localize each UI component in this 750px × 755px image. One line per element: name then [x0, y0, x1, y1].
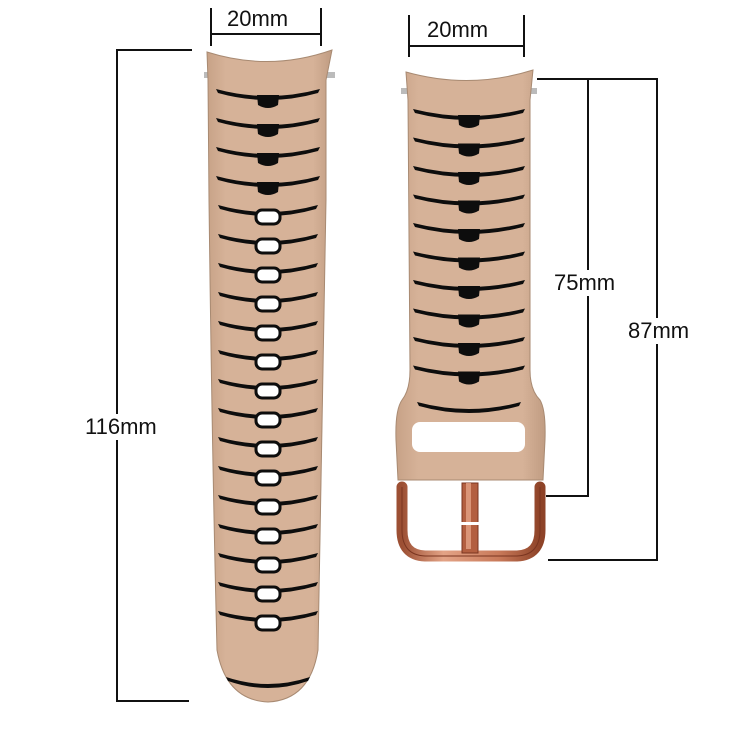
strap-hole [254, 324, 282, 342]
right-strap-body [395, 69, 546, 481]
strap-stripe [218, 582, 318, 593]
right-width-dimension-line [408, 15, 525, 57]
strap-hole [254, 556, 282, 574]
strap-stripe [218, 205, 318, 216]
left-strap [204, 49, 335, 703]
spring-bar-pin-icon [527, 88, 537, 94]
strap-hole [254, 440, 282, 458]
strap-hole [254, 266, 282, 284]
strap-stripe [413, 109, 525, 120]
strap-stripe [218, 263, 318, 274]
spring-bar-pin-icon [325, 72, 335, 78]
right-body-length-label: 75mm [552, 270, 618, 296]
strap-hole [254, 469, 282, 487]
left-length-label: 116mm [83, 414, 159, 440]
strap-stripe [218, 524, 318, 535]
strap-stripe [413, 280, 525, 291]
strap-stripe [413, 251, 525, 263]
strap-hole [254, 208, 282, 226]
left-width-dimension-line [210, 8, 322, 46]
left-strap-body [206, 49, 333, 703]
right-total-length-label: 87mm [626, 318, 692, 344]
strap-stripe [218, 466, 318, 477]
strap-stripe [218, 379, 318, 390]
strap-hole [254, 498, 282, 516]
dimension-lines [116, 8, 658, 702]
strap-stripe [413, 365, 525, 377]
strap-hole [254, 382, 282, 400]
strap-stripe [413, 194, 525, 206]
strap-stripe [413, 337, 525, 348]
strap-hole [254, 295, 282, 313]
strap-stripe [218, 292, 318, 303]
strap-stripe [218, 350, 318, 361]
strap-stripe [216, 89, 320, 100]
strap-stripe [413, 137, 525, 149]
strap-hole [254, 353, 282, 371]
right-strap [395, 69, 546, 562]
strap-stripe [218, 321, 318, 332]
left-length-dimension-line [116, 49, 192, 702]
keeper-slot [412, 422, 525, 452]
strap-stripe [413, 166, 525, 177]
strap-hole [254, 614, 282, 632]
strap-stripe [216, 118, 320, 129]
strap-stripe [218, 234, 318, 245]
strap-stripe [218, 611, 318, 622]
strap-stripe [216, 176, 320, 187]
spring-bar-pin-icon [401, 88, 411, 94]
strap-hole [254, 585, 282, 603]
buckle-icon [396, 481, 546, 562]
strap-stripe [218, 408, 318, 419]
strap-stripe [413, 308, 525, 320]
strap-stripe [218, 495, 318, 506]
strap-stripe [216, 147, 320, 158]
strap-stripe [417, 402, 521, 413]
strap-stripe [218, 437, 318, 448]
right-width-label: 20mm [425, 17, 491, 43]
strap-hole [254, 237, 282, 255]
strap-stripe [413, 223, 525, 234]
strap-stripe [218, 553, 318, 564]
strap-stripe [226, 677, 310, 688]
left-strap-stripes [216, 89, 320, 688]
strap-hole [254, 527, 282, 545]
strap-hole [254, 411, 282, 429]
right-strap-stripes [413, 109, 525, 413]
left-width-label: 20mm [225, 6, 291, 32]
